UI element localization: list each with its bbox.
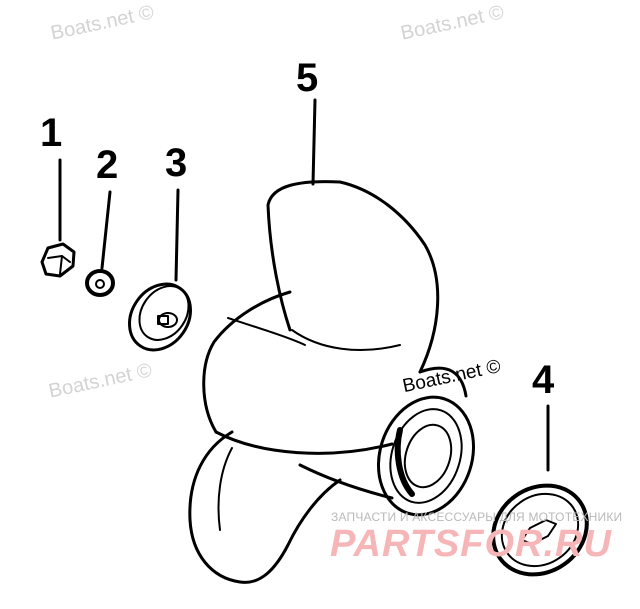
thrust-hub-part — [128, 282, 192, 352]
callout-3: 3 — [165, 141, 188, 185]
propeller-part — [188, 180, 476, 584]
callout-4: 4 — [532, 358, 555, 402]
leader-line-2 — [100, 190, 112, 270]
brand-logo: PARTSFOR.RU — [330, 523, 612, 565]
spacer-part — [491, 483, 589, 577]
callout-5: 5 — [296, 56, 319, 100]
callout-2: 2 — [96, 143, 119, 187]
brand-tagline: ЗАПЧАСТИ И АКСЕССУАРЫ ДЛЯ МОТОТЕХНИКИ — [331, 510, 623, 524]
leader-line-3 — [174, 188, 180, 282]
washer-part — [85, 269, 115, 297]
callout-1: 1 — [40, 111, 63, 155]
leader-line-5 — [311, 98, 317, 186]
hex-nut-part — [40, 242, 76, 278]
